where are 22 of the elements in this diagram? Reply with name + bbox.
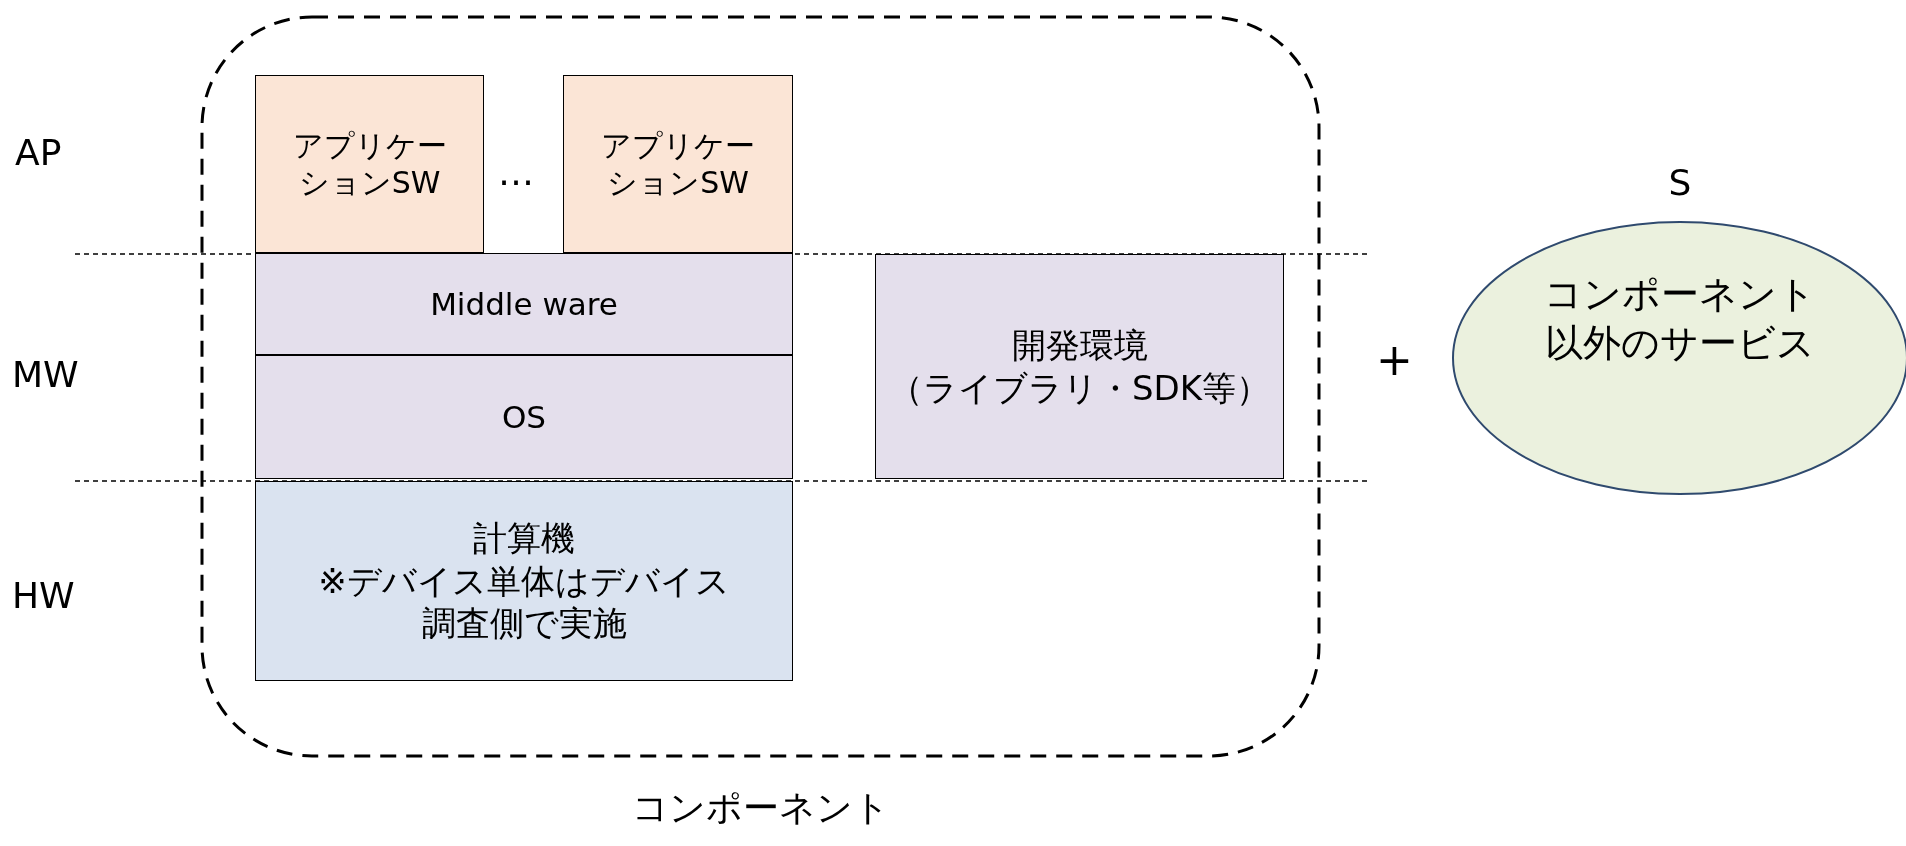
ellipse-heading: S: [1667, 161, 1693, 205]
box-text: OS: [501, 397, 547, 437]
ellipse-text: コンポーネント以外のサービス: [1543, 271, 1817, 368]
ellipsis: …: [498, 152, 534, 193]
box-text: Middle ware: [430, 284, 618, 324]
layer-label: MW: [12, 354, 79, 395]
layer-box: [255, 253, 793, 355]
box-text: アプリケーションSW: [600, 126, 756, 202]
box-text: 計算機: [472, 517, 576, 560]
box-text: （ライブラリ・SDK等）: [888, 366, 1271, 409]
frame-title: コンポーネント: [630, 786, 891, 830]
plus-sign: +: [1376, 334, 1413, 385]
box-text: 開発環境: [1011, 324, 1148, 367]
layer-label: HW: [12, 575, 75, 616]
layer-box: [255, 355, 793, 479]
box-text: アプリケーションSW: [291, 126, 448, 202]
layer-label: AP: [15, 132, 62, 173]
box-text: ※デバイス単体はデバイス調査側で実施: [317, 559, 731, 645]
application-box: [563, 75, 793, 253]
layer-box: [875, 254, 1284, 479]
layer-box: [255, 481, 793, 681]
application-box: [255, 75, 484, 253]
